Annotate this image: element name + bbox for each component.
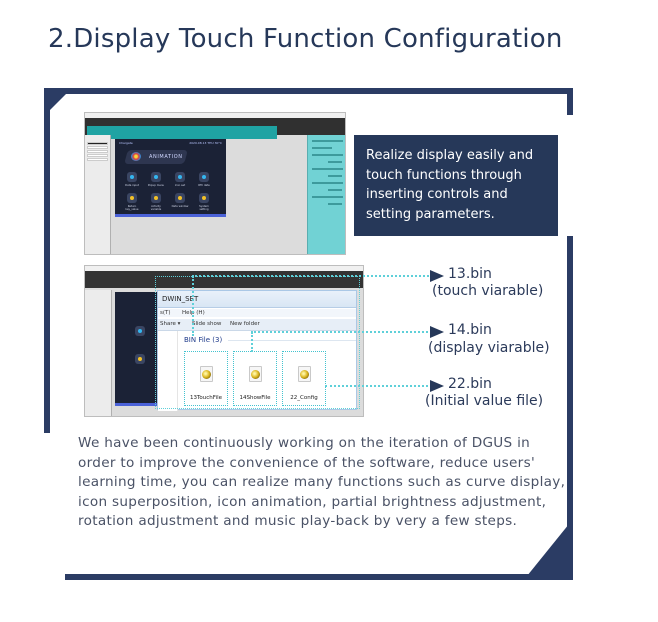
file-group-header: BIN File (3) xyxy=(184,336,222,344)
page-title: 2.Display Touch Function Configuration xyxy=(48,24,563,54)
file-item[interactable]: 22_Config xyxy=(282,351,326,406)
bin-file-icon xyxy=(200,366,213,382)
frame-top-border xyxy=(44,88,573,94)
data-input-icon xyxy=(135,326,145,336)
connector-line xyxy=(251,331,432,333)
rtc-date-icon xyxy=(199,172,209,182)
button-label: Data input xyxy=(125,184,139,187)
file-item[interactable]: 14ShowFile xyxy=(233,351,277,406)
system-setting-icon xyxy=(199,193,209,203)
editor-screenshot: Chargate 2020.08.13 THU 30°C ANIMATION D… xyxy=(84,112,346,255)
button-label: Icon set xyxy=(174,184,186,187)
output-file-13: 13.bin xyxy=(448,266,492,282)
property-row xyxy=(312,196,343,198)
properties-panel xyxy=(307,135,345,254)
slide-show-button[interactable]: Slide show xyxy=(192,321,222,327)
data-input-icon xyxy=(127,172,137,182)
file-name: 22_Config xyxy=(290,395,318,401)
file-name: 13TouchFile xyxy=(190,395,222,401)
file-name: 14ShowFile xyxy=(239,395,271,401)
page-list-item xyxy=(87,142,108,145)
output-file-14: 14.bin xyxy=(448,322,492,338)
output-desc-14: (display viarable) xyxy=(428,340,550,356)
arrow-right-icon xyxy=(430,326,444,338)
callout-box: Realize display easily and touch functio… xyxy=(354,135,558,236)
arrow-right-icon xyxy=(430,380,444,392)
property-row xyxy=(328,175,342,177)
window-titlebar xyxy=(85,266,363,271)
menu-tools[interactable]: s(T) xyxy=(160,310,171,316)
explorer-highlight xyxy=(155,276,360,409)
command-bar xyxy=(158,319,356,331)
activity-variable-icon xyxy=(151,193,161,203)
connector-line xyxy=(192,276,194,336)
frame-right-border xyxy=(567,236,573,580)
button-label: Popup menu xyxy=(147,184,165,187)
explorer-screenshot: DWIN_SET s(T) Help (H) Share ▾ Slide sho… xyxy=(84,265,364,417)
toolbar-ribbon xyxy=(85,118,345,139)
frame-bottom-border xyxy=(65,574,573,580)
page-list-item xyxy=(87,158,108,161)
design-canvas xyxy=(115,292,165,406)
property-row xyxy=(328,203,342,205)
connector-line xyxy=(325,385,432,387)
group-count: (3) xyxy=(212,336,223,344)
button-label: Activity variable xyxy=(150,205,162,211)
button-label: Return key_value xyxy=(125,205,139,211)
ribbon-tools xyxy=(87,126,277,139)
page-list-item xyxy=(87,146,108,149)
return-key-icon xyxy=(135,354,145,364)
button-label: RTC date xyxy=(198,184,210,187)
address-bar xyxy=(158,291,356,308)
window-titlebar xyxy=(85,113,345,118)
canvas-header-left: Chargate xyxy=(119,141,133,145)
property-row xyxy=(312,147,332,149)
page-list-panel xyxy=(85,290,112,416)
bin-file-icon xyxy=(249,366,262,382)
page-list-item xyxy=(87,150,108,153)
design-canvas: Chargate 2020.08.13 THU 30°C ANIMATION D… xyxy=(115,139,226,217)
arrow-right-icon xyxy=(430,270,444,282)
property-row xyxy=(328,189,342,191)
output-desc-22: (Initial value file) xyxy=(425,393,544,409)
property-row xyxy=(312,154,343,156)
connector-line xyxy=(251,332,253,352)
frame-right-border-top xyxy=(567,88,573,115)
page-list-panel xyxy=(85,135,111,254)
frame-left-border xyxy=(44,88,50,433)
bin-file-icon xyxy=(298,366,311,382)
property-row xyxy=(312,140,343,142)
description-paragraph: We have been continuously working on the… xyxy=(78,435,566,529)
group-divider xyxy=(228,340,356,341)
group-label: BIN File xyxy=(184,336,211,344)
folder-path[interactable]: DWIN_SET xyxy=(162,295,199,303)
frame-corner-top-left xyxy=(44,88,72,116)
output-file-22: 22.bin xyxy=(448,376,492,392)
property-row xyxy=(312,182,343,184)
icon-set-icon xyxy=(175,172,185,182)
return-key-icon xyxy=(127,193,137,203)
canvas-header-right: 2020.08.13 THU 30°C xyxy=(189,141,222,145)
new-folder-button[interactable]: New folder xyxy=(230,321,260,327)
file-explorer-window: DWIN_SET s(T) Help (H) Share ▾ Slide sho… xyxy=(157,290,357,411)
share-button[interactable]: Share ▾ xyxy=(160,321,181,327)
button-label: System setting xyxy=(199,205,209,211)
connector-line xyxy=(192,275,432,277)
frame-corner-bottom-right xyxy=(527,524,569,576)
animation-logo-icon xyxy=(131,152,141,161)
property-row xyxy=(312,168,343,170)
animation-label: ANIMATION xyxy=(149,154,183,160)
output-desc-13: (touch viarable) xyxy=(432,283,544,299)
navigation-pane xyxy=(158,331,178,411)
file-item[interactable]: 13TouchFile xyxy=(184,351,228,406)
button-label: Data window xyxy=(171,205,189,208)
popup-menu-icon xyxy=(151,172,161,182)
property-row xyxy=(328,161,342,163)
menu-bar xyxy=(158,309,356,317)
page-list-item xyxy=(87,154,108,157)
data-window-icon xyxy=(175,193,185,203)
